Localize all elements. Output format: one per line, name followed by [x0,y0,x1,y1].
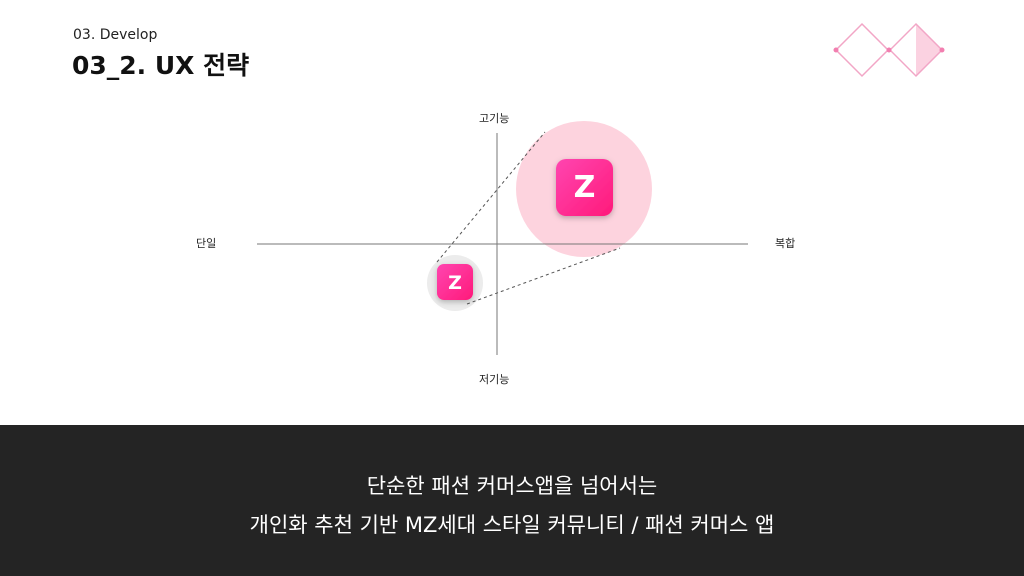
svg-text:Z: Z [448,272,462,294]
small-app-icon: Z [437,264,473,300]
large-app-icon: Z [556,159,613,216]
connector-line-top [436,131,546,263]
axis-label-high-function: 고기능 [479,112,510,125]
footer-banner: 단순한 패션 커머스앱을 넘어서는 개인화 추천 기반 MZ세대 스타일 커뮤니… [0,425,1024,576]
footer-line-2: 개인화 추천 기반 MZ세대 스타일 커뮤니티 / 패션 커머스 앱 [249,513,775,537]
svg-text:Z: Z [574,170,596,205]
axis-label-single: 단일 [196,237,217,250]
axis-label-complex: 복합 [775,237,796,250]
connector-line-bottom [466,247,621,305]
positioning-diagram: Z Z [257,121,748,355]
diamond-decoration-icon [833,22,945,78]
section-label: 03. Develop [73,27,158,43]
axis-label-low-function: 저기능 [479,373,510,386]
footer-line-1: 단순한 패션 커머스앱을 넘어서는 [366,474,658,498]
page-title: 03_2. UX 전략 [72,51,250,80]
